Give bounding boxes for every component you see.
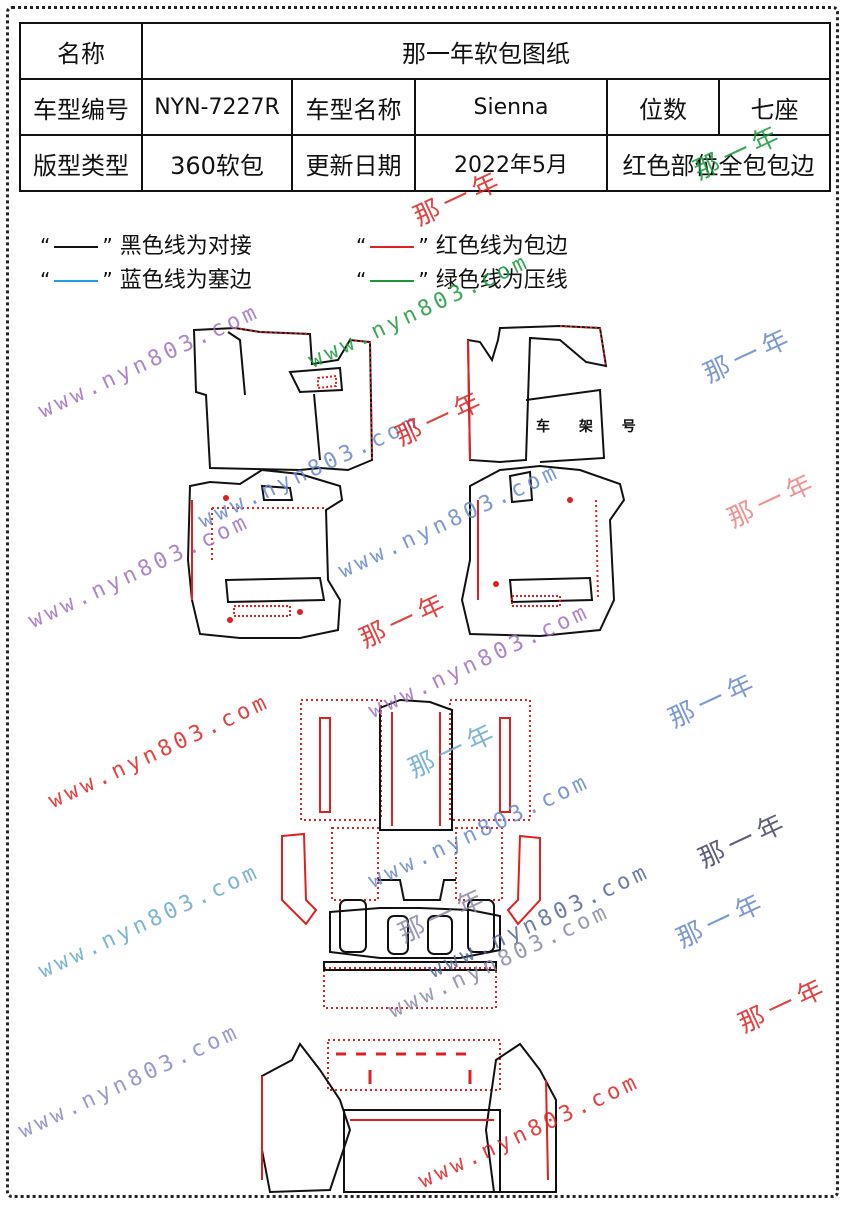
legend-green-text: 绿色线为压线 [435, 268, 568, 293]
date-value: 2022年5月 [414, 134, 608, 192]
seats-label: 位数 [606, 78, 720, 136]
info-table: 名称 那一年软包图纸 车型编号 NYN-7227R 车型名称 Sienna 位数… [19, 22, 831, 192]
rear-left-piece [186, 468, 344, 639]
rear-bench-panels [261, 1039, 557, 1194]
name-label: 名称 [19, 22, 143, 80]
model-value: Sienna [414, 78, 608, 136]
middle-upper-panels [300, 698, 531, 831]
code-label: 车型编号 [19, 78, 143, 136]
legend-black: “” 黑色线为对接 [40, 234, 252, 259]
type-label: 版型类型 [19, 134, 143, 192]
front-left-piece [192, 326, 374, 472]
model-label: 车型名称 [291, 78, 416, 136]
legend-blue: “” 蓝色线为塞边 [40, 268, 252, 293]
date-label: 更新日期 [291, 134, 416, 192]
page-border [6, 6, 839, 1198]
frame-number-label: 车 架 号 [536, 419, 648, 435]
name-value: 那一年软包图纸 [141, 22, 831, 80]
code-value: NYN-7227R [141, 78, 293, 136]
legend-black-text: 黑色线为对接 [119, 234, 252, 259]
seats-value: 七座 [718, 78, 831, 136]
type-value: 360软包 [141, 134, 293, 192]
legend-red-text: 红色线为包边 [435, 234, 568, 259]
rear-right-piece [460, 464, 626, 638]
middle-seat-panels [281, 827, 541, 1009]
legend-green: “” 绿色线为压线 [356, 268, 568, 293]
legend-blue-text: 蓝色线为塞边 [119, 268, 252, 293]
legend-red: “” 红色线为包边 [356, 234, 568, 259]
note-value: 红色部位全包包边 [606, 134, 831, 192]
front-right-piece [466, 324, 608, 464]
